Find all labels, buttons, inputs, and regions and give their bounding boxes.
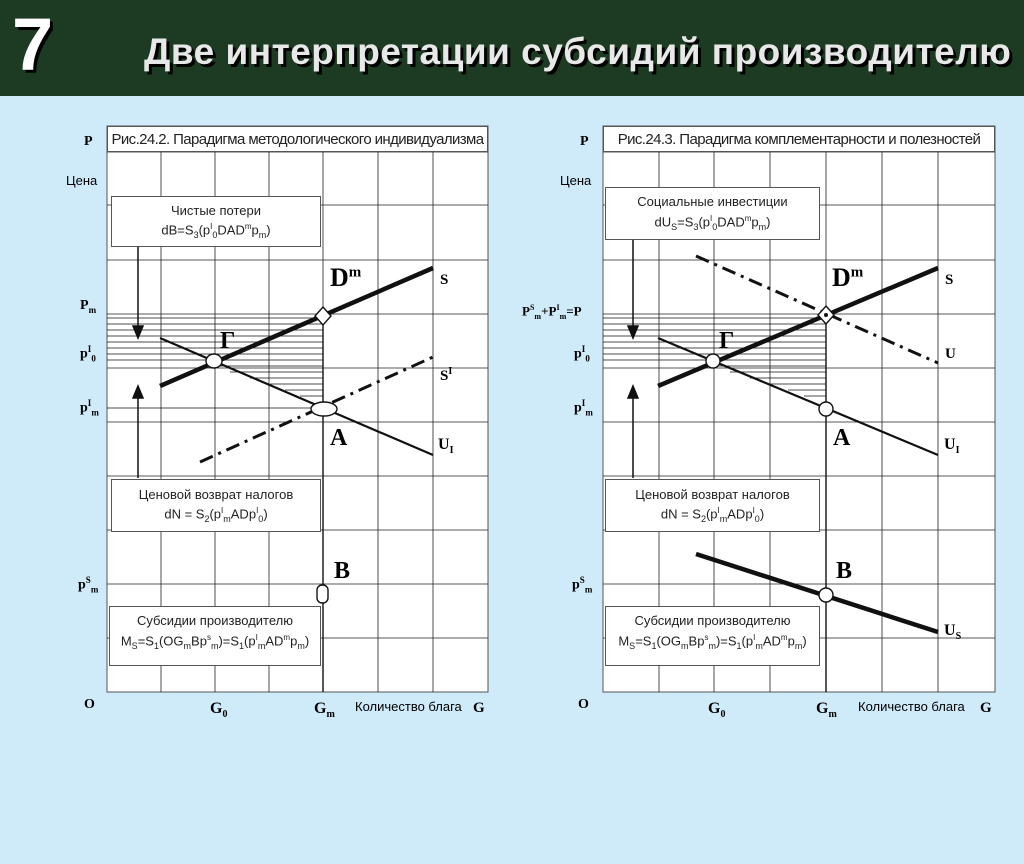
right-point-a-label: A	[833, 425, 851, 451]
right-point-gamma	[705, 353, 721, 369]
right-point-dm-center	[824, 313, 828, 317]
left-box-subsidy: Субсидии производителю MS=S1(OGmBpsm)=S1…	[109, 606, 321, 666]
right-box2-title: Ценовой возврат налогов	[635, 487, 790, 502]
right-box-social: Социальные инвестиции dUS=S3(pI0DADmpm)	[605, 187, 820, 240]
right-caption: Рис.24.3. Парадигма комплементарности и …	[617, 130, 981, 148]
slide-title: Две интерпретации субсидий производителю	[144, 31, 1012, 72]
right-point-b	[818, 587, 834, 603]
right-box3-title: Субсидии производителю	[634, 613, 791, 628]
right-label-pim: pIm	[574, 398, 593, 418]
left-point-b	[316, 584, 329, 604]
left-point-a-label: A	[330, 425, 348, 451]
left-arrows	[131, 246, 145, 478]
right-g0: G0	[708, 700, 726, 721]
right-curve-u: U	[945, 346, 956, 362]
left-point-dm-label: Dm	[330, 263, 362, 292]
right-box3-formula: MS=S1(OGmBpsm)=S1(pImADmpm)	[618, 633, 807, 651]
right-box-tax-return: Ценовой возврат налогов dN = S2(pImADpI0…	[605, 479, 820, 532]
left-label-pm: Pm	[80, 298, 97, 315]
right-curve-ui: UI	[944, 436, 960, 457]
right-box1-formula: dUS=S3(pI0DADmpm)	[654, 214, 771, 232]
right-point-gamma-label: Г	[719, 328, 735, 354]
left-curve-s: S	[440, 272, 449, 288]
left-label-psm: pSm	[78, 575, 99, 595]
right-curve-s: S	[945, 272, 954, 288]
right-ui-line	[657, 336, 939, 457]
left-point-gamma	[205, 353, 223, 369]
left-curve-u: UI	[438, 436, 454, 457]
right-gm: Gm	[816, 700, 837, 721]
right-supply-line	[657, 265, 939, 389]
slide-number: 7	[12, 3, 54, 86]
left-axis-quantity: Количество блага	[355, 699, 462, 714]
left-g0: G0	[210, 700, 228, 721]
left-point-a	[310, 401, 338, 417]
left-caption: Рис.24.2. Парадигма методологического ин…	[111, 130, 485, 148]
right-axis-quantity: Количество блага	[858, 699, 965, 714]
left-box3-title: Субсидии производителю	[136, 613, 294, 628]
right-caption-box: Рис.24.3. Парадигма комплементарности и …	[603, 126, 995, 152]
left-utility-line	[159, 336, 434, 457]
left-label-p0: pI0	[80, 344, 96, 364]
right-axis-g: G	[980, 700, 992, 716]
right-label-psm: pSm	[572, 575, 593, 595]
right-diagram	[602, 125, 996, 693]
left-supply-line	[159, 265, 434, 389]
left-axis-price: Цена	[66, 173, 98, 188]
right-axis-p: P	[580, 134, 589, 149]
left-box-tax-return: Ценовой возврат налогов dN = S2(pImADpI0…	[111, 479, 321, 532]
right-point-dm-label: Dm	[832, 263, 864, 292]
right-us-line	[695, 551, 939, 635]
left-box1-formula: dB=S3(pI0DADmpm)	[161, 222, 271, 240]
left-curve-s1: SI	[440, 366, 453, 384]
left-box1-title: Чистые потери	[170, 203, 262, 218]
left-box2-formula: dN = S2(pImADpI0)	[164, 506, 268, 524]
right-point-b-label: B	[836, 558, 853, 584]
left-gm: Gm	[314, 700, 335, 721]
left-point-dm	[314, 305, 332, 327]
right-label-p0: pI0	[574, 344, 590, 364]
right-point-a	[818, 401, 834, 417]
right-curve-us: US	[944, 622, 962, 643]
left-box2-title: Ценовой возврат налогов	[138, 487, 294, 502]
right-arrows	[626, 240, 640, 478]
right-origin: O	[578, 697, 589, 712]
right-axis-price: Цена	[560, 173, 592, 188]
right-box-subsidy: Субсидии производителю MS=S1(OGmBpsm)=S1…	[605, 606, 820, 666]
left-hatch-lines	[107, 317, 323, 409]
left-point-b-label: B	[334, 558, 351, 584]
right-box2-formula: dN = S2(pImADpI0)	[660, 506, 765, 524]
left-label-pim: pIm	[80, 398, 99, 418]
left-box3-formula: MS=S1(OGmBpsm)=S1(pImADmpm)	[120, 633, 310, 651]
left-point-gamma-label: Г	[220, 328, 236, 354]
left-axis-g: G	[473, 700, 485, 716]
right-box1-title: Социальные инвестиции	[637, 194, 788, 209]
left-origin: O	[84, 697, 95, 712]
title-bar: 7 Две интерпретации субсидий производите…	[0, 0, 1024, 96]
left-caption-box: Рис.24.2. Парадигма методологического ин…	[107, 126, 488, 152]
left-box-losses: Чистые потери dB=S3(pI0DADmpm)	[111, 196, 321, 247]
left-axis-p: P	[84, 134, 93, 149]
right-label-top: PSm+PIm=P	[522, 303, 582, 321]
